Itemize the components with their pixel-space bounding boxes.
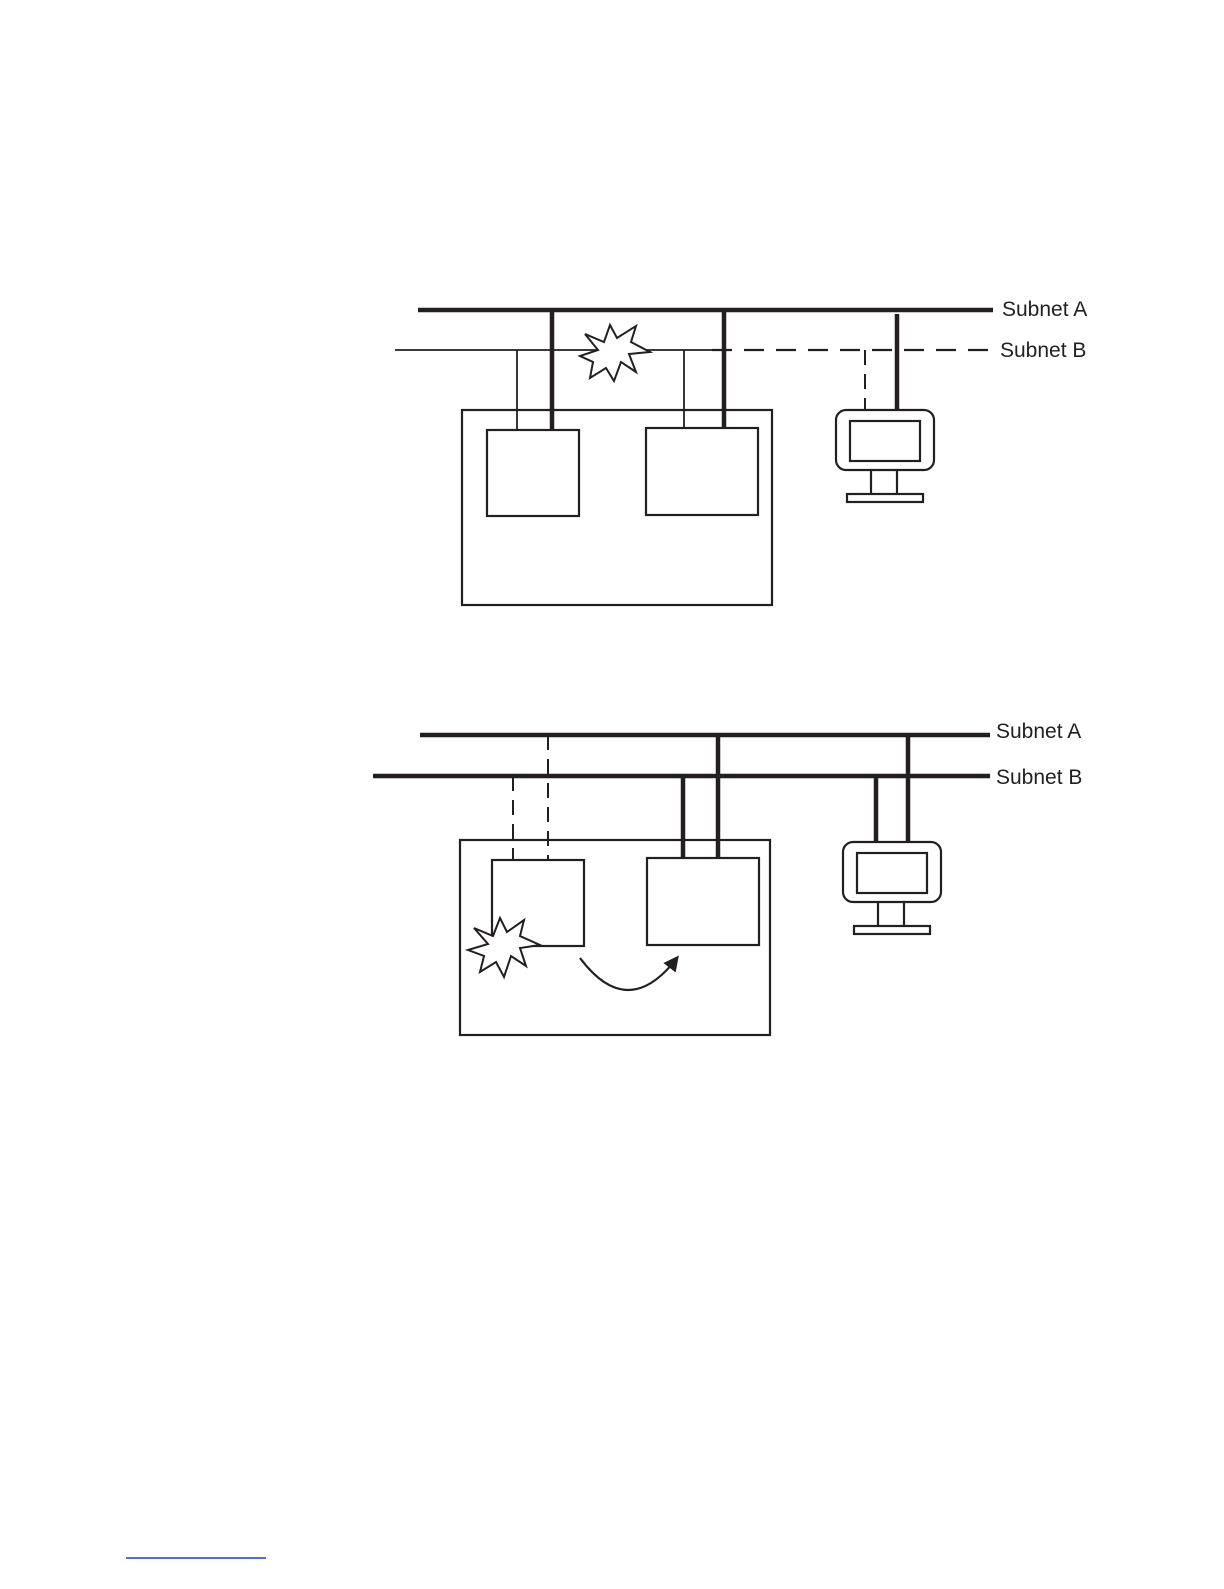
node-2 [647,858,759,945]
node-1 [487,430,579,516]
explosion-burst-icon [468,918,540,977]
node-2 [646,428,758,515]
curved-arrow-icon [580,958,677,990]
subnet-a-label: Subnet A [1002,298,1087,321]
workstation-monitor-icon [843,842,941,934]
cluster-enclosure [462,410,772,605]
diagram-bottom: Subnet A Subnet B [373,720,1082,1035]
explosion-burst-icon [580,325,650,381]
diagram-top: Subnet A Subnet B [395,298,1087,605]
subnet-b-label: Subnet B [996,766,1082,789]
subnet-b-label: Subnet B [1000,339,1086,362]
subnet-a-label: Subnet A [996,720,1081,743]
workstation-monitor-icon [836,410,934,502]
